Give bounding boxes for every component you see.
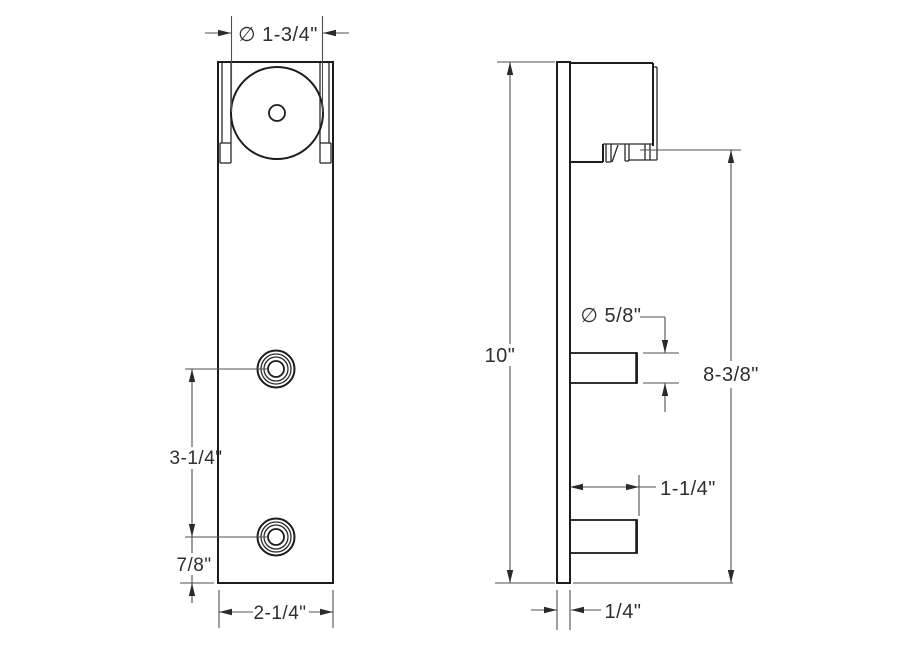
front-right-flange [319, 63, 332, 164]
dim-label-overall-height: 10" [485, 345, 516, 367]
dim-plate-thickness: 1/4" [531, 590, 641, 630]
dim-axle-to-bottom: 8-3/8" [573, 149, 759, 584]
dim-label-plate-width: 2-1/4" [253, 603, 306, 624]
front-view [217, 61, 334, 584]
side-view [556, 61, 658, 584]
dim-plate-width: 2-1/4" [218, 590, 334, 628]
dim-stud-spacing: 3-1/4" [169, 368, 268, 538]
dim-label-stud-spacing: 3-1/4" [169, 448, 222, 469]
dim-stud-diameter: ∅ 5/8" [581, 305, 679, 412]
front-plate-outline [217, 61, 334, 584]
upper-stud-side [569, 352, 638, 384]
dim-label-roller-diameter: ∅ 1-3/4" [238, 24, 318, 46]
dim-stud-length: 1-1/4" [570, 475, 716, 516]
front-left-flange [219, 63, 232, 164]
lower-stud-side [569, 519, 638, 554]
dim-roller-diameter: ∅ 1-3/4" [205, 16, 349, 112]
dim-label-bottom-offset: 7/8" [176, 555, 211, 576]
side-plate-outline [556, 61, 571, 584]
dim-label-stud-diameter: ∅ 5/8" [581, 305, 642, 327]
roller-wheel [230, 66, 324, 160]
dim-overall-height: 10" [485, 61, 555, 584]
roller-housing-side [570, 62, 658, 163]
roller-axle-hole [268, 104, 286, 122]
dim-label-axle-to-bottom: 8-3/8" [703, 364, 759, 386]
dim-label-stud-length: 1-1/4" [660, 478, 716, 500]
dim-bottom-offset: 7/8" [176, 537, 214, 603]
roller-axle-notches [605, 144, 657, 163]
dim-label-plate-thickness: 1/4" [605, 601, 642, 623]
